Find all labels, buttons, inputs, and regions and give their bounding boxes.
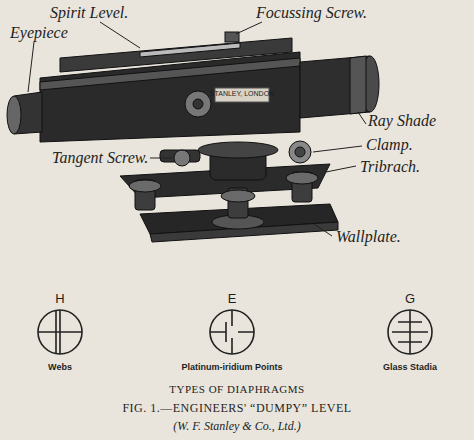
clamp-part [289, 141, 311, 163]
leader-lines-part [150, 158, 172, 159]
part-label: Clamp. [366, 136, 413, 154]
focussing-knob [185, 91, 211, 117]
leader-lines-part [236, 22, 262, 34]
leader-lines-part [28, 42, 34, 92]
diaphragm-stadia [388, 310, 432, 354]
clamp [289, 141, 311, 163]
part-label: Tangent Screw. [52, 149, 148, 167]
leader-lines-part [313, 146, 362, 152]
maker-plate: STANLEY, LONDON [210, 90, 274, 98]
diaphragm-points-part [210, 310, 254, 354]
telescope-part [7, 96, 21, 134]
diaphragm-webs-part [38, 310, 82, 354]
section-heading: TYPES OF DIAPHRAGMS [169, 383, 304, 395]
leader-lines-part [314, 224, 332, 236]
diaphragm-name: Webs [48, 363, 72, 373]
diaphragm-webs [38, 310, 82, 354]
levelling-screws [129, 172, 318, 218]
part-label: Wallplate. [336, 228, 401, 246]
part-label: Ray Shade [368, 112, 436, 130]
diaphragm-stadia-part [388, 310, 432, 354]
telescope-part [193, 99, 203, 109]
tribrach-part [198, 142, 278, 158]
diaphragm-name: Glass Stadia [383, 363, 437, 373]
leader-lines-part [326, 166, 356, 172]
diaphragm-letter: E [228, 292, 237, 306]
diaphragm-webs-part [38, 310, 82, 354]
part-label: Spirit Level. [50, 4, 128, 22]
leader-lines-part [100, 22, 140, 48]
telescope-part [300, 56, 370, 118]
tangent-screw-part [174, 150, 190, 166]
leader-lines-part [358, 112, 366, 124]
clamp-part [295, 147, 305, 157]
spirit-level-part [140, 43, 240, 57]
diaphragm-points-part [210, 310, 254, 354]
leader-lines [28, 22, 366, 236]
spirit-level-part [60, 38, 292, 72]
levelling-screws-part [129, 180, 161, 192]
diaphragm-letter: H [55, 292, 64, 306]
spirit-level [60, 32, 292, 72]
diaphragm-points [210, 310, 254, 354]
part-label: Eyepiece [10, 24, 68, 42]
part-label: Focussing Screw. [256, 4, 367, 22]
diaphragm-stadia-part [392, 310, 428, 354]
levelling-screws-part [221, 190, 255, 202]
figure-caption: FIG. 1.—ENGINEERS' “DUMPY” LEVEL [122, 402, 351, 415]
diaphragm-letter: G [405, 292, 415, 306]
part-label: Tribrach. [360, 158, 420, 176]
figure-credit: (W. F. Stanley & Co., Ltd.) [173, 420, 300, 433]
ray-shade [350, 56, 366, 114]
diaphragm-name: Platinum-iridium Points [181, 363, 282, 373]
levelling-screws-part [286, 172, 318, 184]
